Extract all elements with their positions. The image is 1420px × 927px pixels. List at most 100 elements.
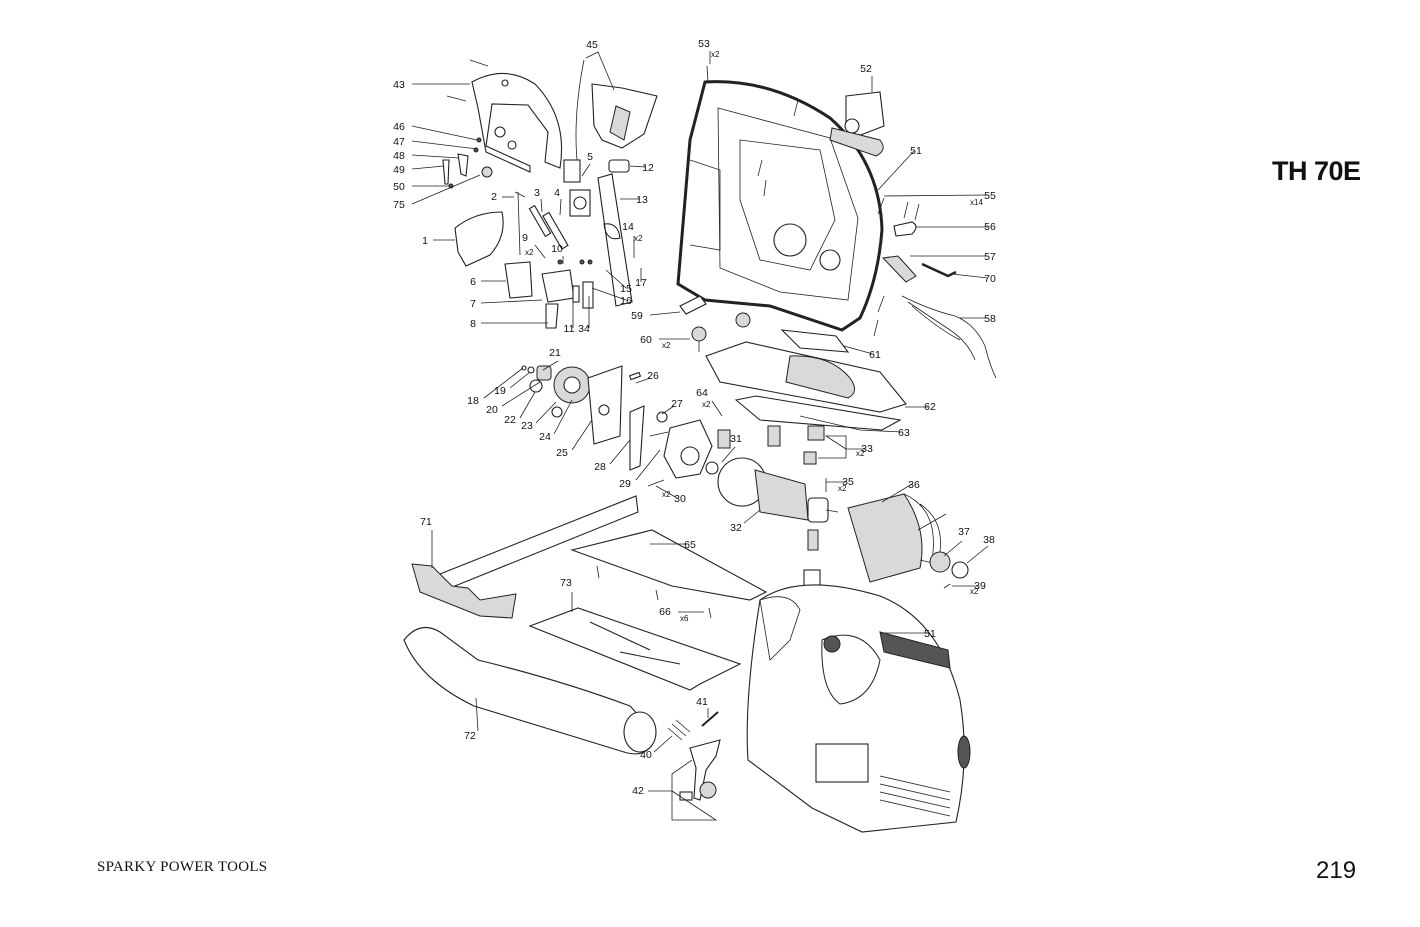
base-plate-part xyxy=(528,607,742,691)
part-label-40: 40 xyxy=(640,749,652,761)
part-label-23: 23 xyxy=(521,420,533,432)
leader-line-21 xyxy=(542,360,559,371)
leader-line-75 xyxy=(411,174,481,205)
rail-guide-part xyxy=(411,495,639,619)
part-qty-60: x2 xyxy=(662,341,671,350)
spring-and-bracket-parts xyxy=(667,711,721,801)
part-label-24: 24 xyxy=(539,431,551,443)
part-label-41: 41 xyxy=(696,696,708,708)
leader-line-61 xyxy=(843,345,874,355)
pin-part xyxy=(679,295,707,315)
part-label-53: 53 xyxy=(698,38,710,50)
part-label-37: 37 xyxy=(958,526,970,538)
part-qty-64: x2 xyxy=(702,400,711,409)
part-label-9: 9 xyxy=(522,232,528,244)
model-title: TH 70E xyxy=(1272,156,1361,186)
part-label-70: 70 xyxy=(984,273,996,285)
leader-line-42 xyxy=(648,759,718,821)
part-label-29: 29 xyxy=(619,478,631,490)
part-label-38: 38 xyxy=(983,534,995,546)
leader-line-28 xyxy=(609,439,631,465)
blade-guard-part xyxy=(454,211,504,267)
part-label-34: 34 xyxy=(578,323,590,335)
part-label-72: 72 xyxy=(464,730,476,742)
leader-line-23 xyxy=(535,401,557,424)
part-label-3: 3 xyxy=(534,187,540,199)
part-qty-30: x2 xyxy=(662,490,671,499)
brush-parts xyxy=(803,425,827,587)
part-label-47: 47 xyxy=(393,136,405,148)
part-label-64: 64 xyxy=(696,387,708,399)
side-cover-part xyxy=(446,59,563,173)
bushing-part xyxy=(608,159,630,173)
part-label-6: 6 xyxy=(470,276,476,288)
dust-tube-part xyxy=(403,626,657,755)
housing-half-part xyxy=(676,65,884,332)
part-label-59: 59 xyxy=(631,310,643,322)
armature-part xyxy=(717,457,839,523)
leader-line-37 xyxy=(943,540,963,557)
part-label-16: 16 xyxy=(620,295,632,307)
part-qty-33: x2 xyxy=(856,449,865,458)
leader-line-18 xyxy=(483,367,524,399)
part-label-12: 12 xyxy=(642,162,654,174)
part-qty-39: x2 xyxy=(970,587,979,596)
part-label-48: 48 xyxy=(393,150,405,162)
slide-part-4 xyxy=(542,211,569,250)
part-label-45: 45 xyxy=(586,39,598,51)
leader-line-22 xyxy=(519,391,536,419)
leader-line-38 xyxy=(966,545,989,564)
leader-line-29 xyxy=(635,449,661,481)
part-label-7: 7 xyxy=(470,298,476,310)
part-label-52: 52 xyxy=(860,63,872,75)
part-label-33: 33 xyxy=(861,443,873,455)
leader-line-3 xyxy=(540,198,543,213)
part-label-36: 36 xyxy=(908,479,920,491)
part-label-56: 56 xyxy=(984,221,996,233)
leader-line-9 xyxy=(534,244,546,259)
parts-drawing xyxy=(403,59,997,833)
part-label-26: 26 xyxy=(647,370,659,382)
leader-line-33 xyxy=(818,435,865,459)
part-qty-35: x2 xyxy=(838,484,847,493)
brand-footer: SPARKY POWER TOOLS xyxy=(97,859,268,875)
part-label-1: 1 xyxy=(422,235,428,247)
part-label-8: 8 xyxy=(470,318,476,330)
leader-line-40 xyxy=(653,735,673,753)
slide-part-3 xyxy=(528,204,552,238)
part-label-5: 5 xyxy=(587,151,593,163)
part-label-60: 60 xyxy=(640,334,652,346)
part-label-32: 32 xyxy=(730,522,742,534)
leader-line-47 xyxy=(411,140,478,150)
leader-line-4 xyxy=(559,198,562,216)
leader-line-20 xyxy=(501,381,541,407)
leader-line-63 xyxy=(799,415,903,433)
leader-line-19 xyxy=(509,371,531,389)
leader-line-5 xyxy=(581,163,591,177)
leader-line-31 xyxy=(721,446,736,463)
part-label-61: 61 xyxy=(869,349,881,361)
part-qty-66: x6 xyxy=(680,614,689,623)
knob-part-60 xyxy=(691,312,751,352)
motor-housing-parts xyxy=(705,329,907,431)
leader-line-45 xyxy=(585,51,615,91)
part-label-51: 51 xyxy=(924,628,936,640)
leader-line-49 xyxy=(411,165,445,170)
leader-line-48 xyxy=(411,154,460,159)
part-qty-55: x14 xyxy=(970,198,983,207)
part-qty-53: x2 xyxy=(711,50,720,59)
part-label-13: 13 xyxy=(636,194,648,206)
part-label-73: 73 xyxy=(560,577,572,589)
part-label-31: 31 xyxy=(730,433,742,445)
part-label-15: 15 xyxy=(620,283,632,295)
shoe-plate-part xyxy=(570,529,768,619)
leader-line-64 xyxy=(711,400,723,417)
leader-line-16 xyxy=(591,287,627,301)
part-label-39: 39 xyxy=(974,580,986,592)
part-label-62: 62 xyxy=(924,401,936,413)
part-label-49: 49 xyxy=(393,164,405,176)
callout-leader-lines xyxy=(411,51,989,821)
part-qty-9: x2 xyxy=(525,248,534,257)
